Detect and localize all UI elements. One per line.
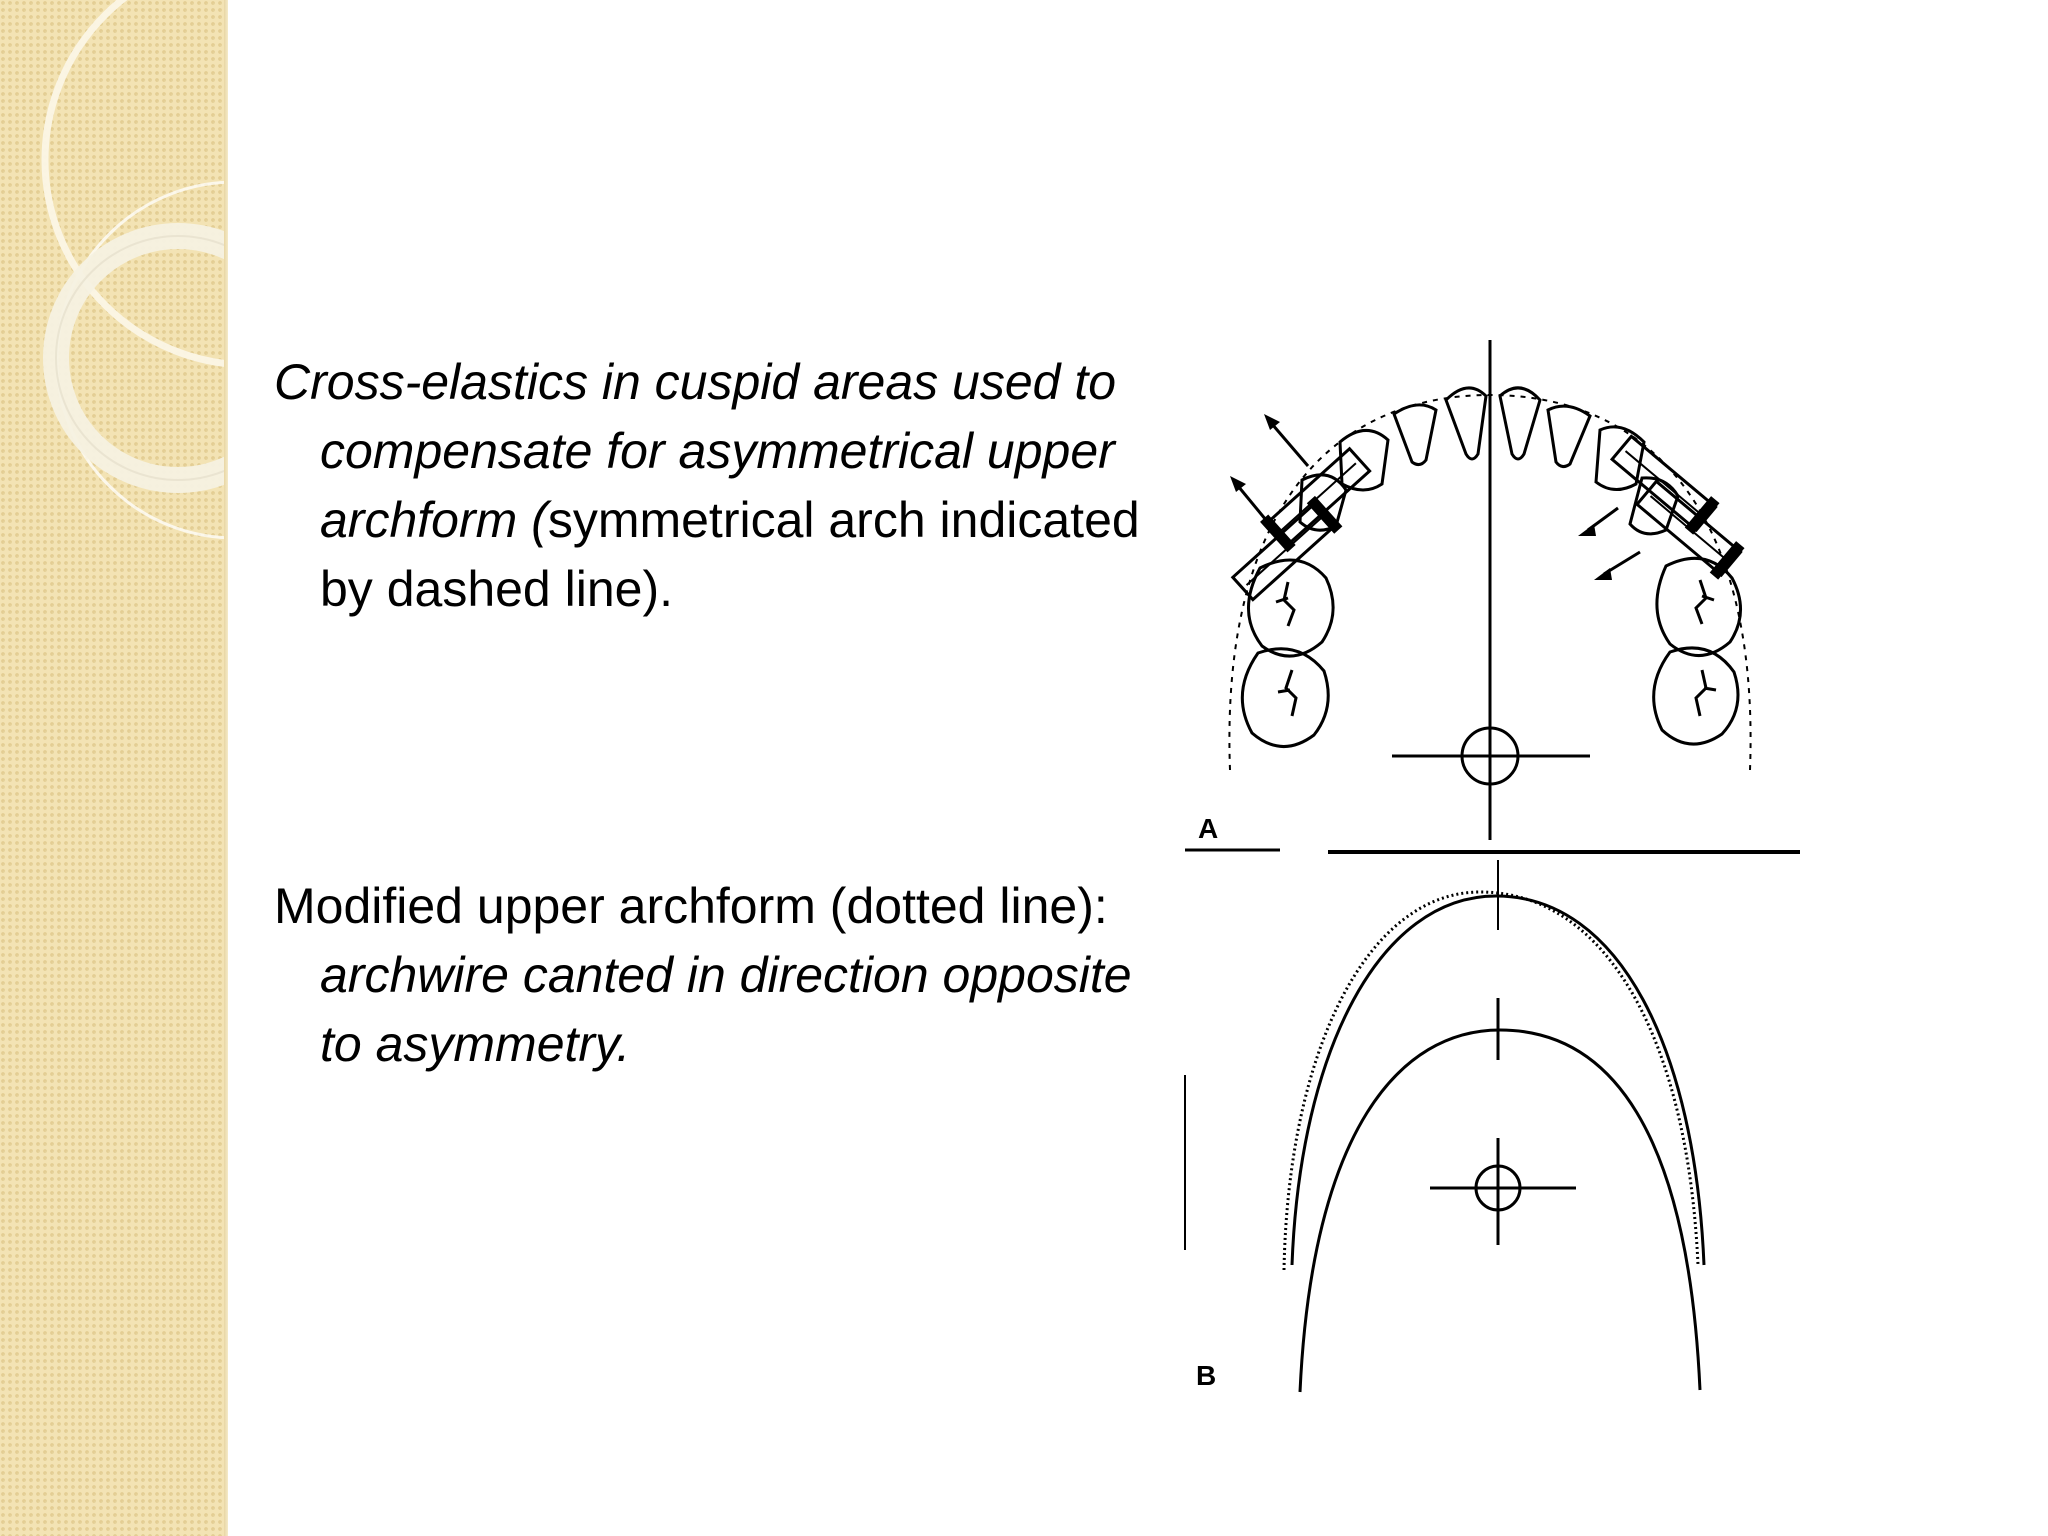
figure-b-label: B — [1196, 1360, 1216, 1391]
para2-italic-text: archwire canted in direction opposite to… — [320, 947, 1132, 1072]
decorative-rings-icon — [41, 0, 228, 540]
archform-diagram: A B — [1184, 340, 1800, 1393]
figure-b — [1184, 860, 1706, 1393]
figure-a-label: A — [1198, 813, 1218, 844]
decorative-sidebar — [0, 0, 228, 1536]
figure-a — [1185, 340, 1800, 854]
para1-italic-text: Cross-elastics in cuspid areas used to c… — [274, 354, 1117, 548]
para1-regular-text: symmetrical arch indicated by dashed lin… — [320, 492, 1140, 617]
para2-regular-text: Modified upper archform (dotted line): — [274, 878, 1108, 934]
paragraph-cross-elastics: Cross-elastics in cuspid areas used to c… — [274, 348, 1150, 624]
paragraph-modified-archform: Modified upper archform (dotted line): a… — [274, 872, 1150, 1079]
sidebar-edge — [224, 0, 228, 1536]
